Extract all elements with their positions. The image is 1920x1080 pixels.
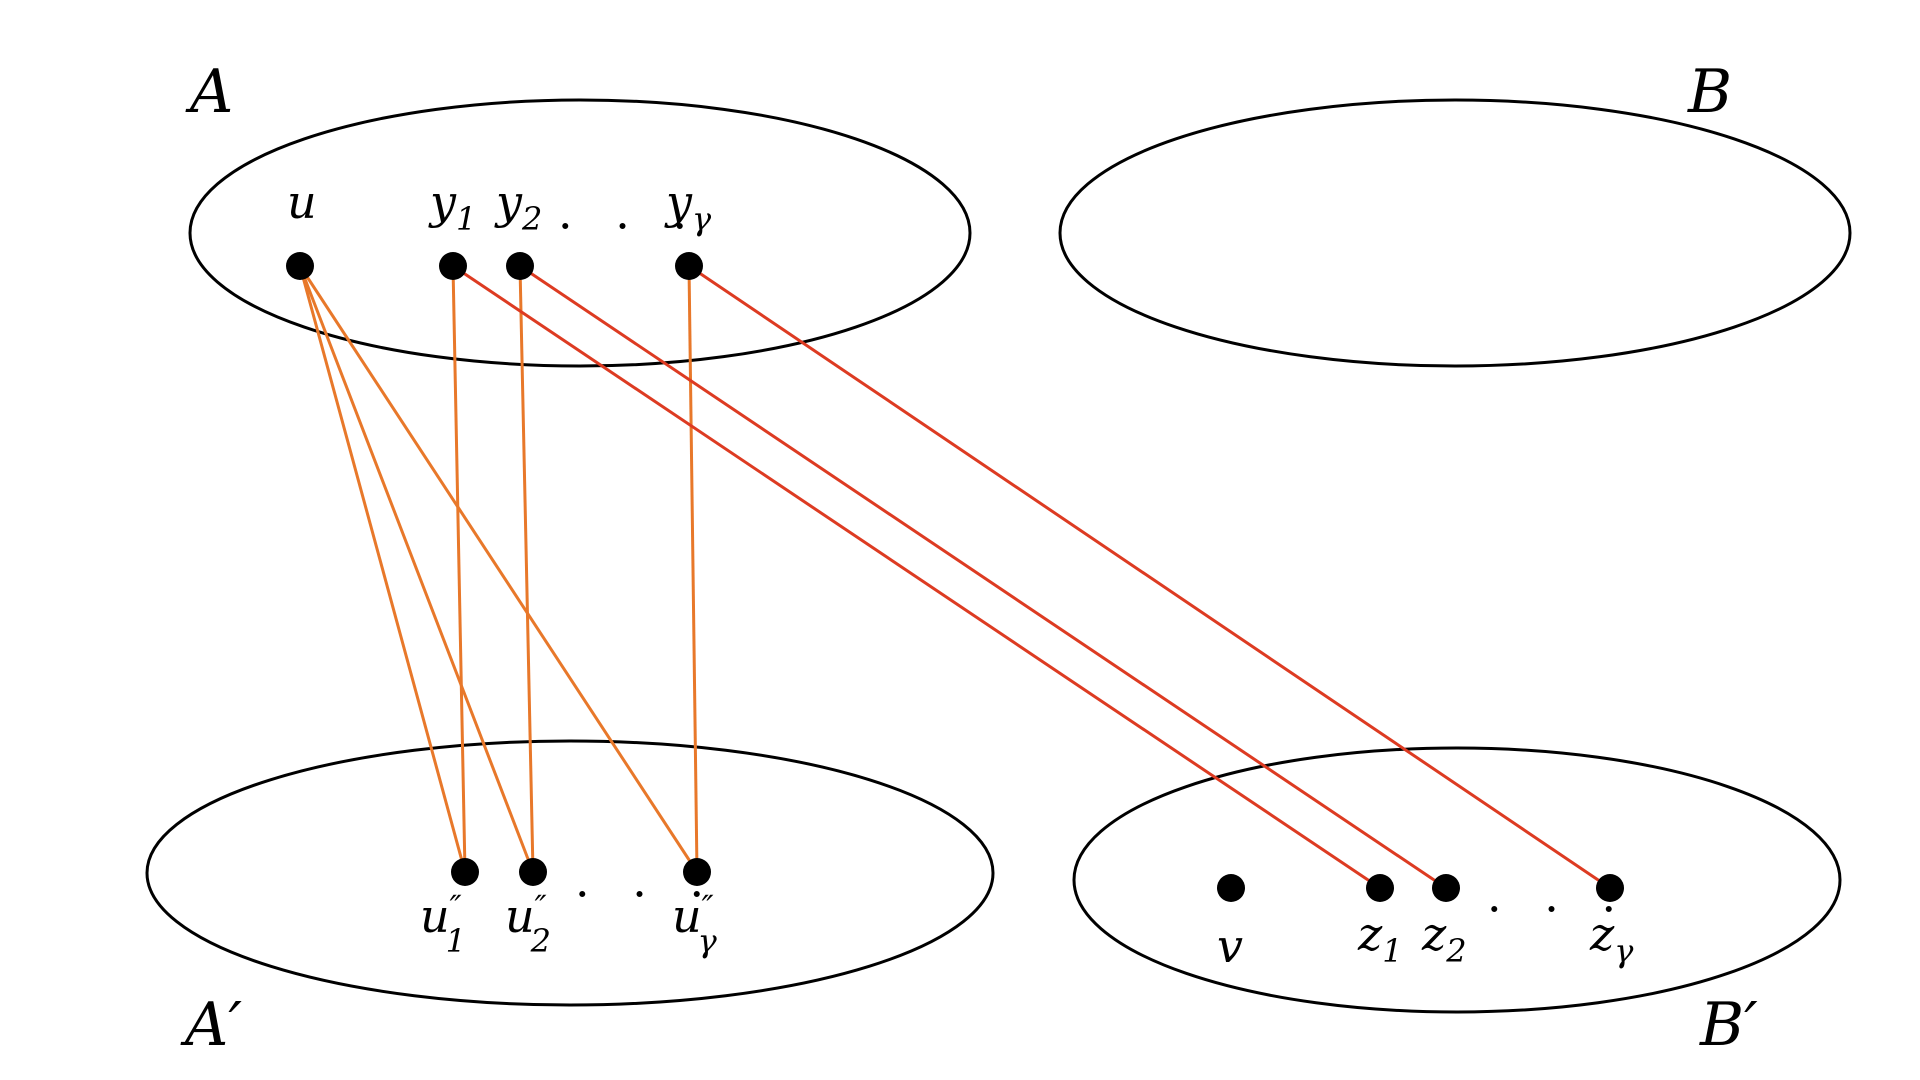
set-B-ellipse [1058,98,1852,368]
vertex-y2-label: y2 [494,175,542,238]
edge-ygamma-ugamma [687,265,699,873]
set-A-ellipse [188,98,972,368]
edge-u-u1 [298,265,467,873]
vertex-u1-label: u″1 [420,888,466,960]
edge-y1-u1 [451,265,467,873]
vertices [286,252,1624,902]
edge-y2-z2 [519,264,1447,890]
edge-u-u2 [298,265,535,873]
vertex-y1 [439,252,467,280]
vertex-z1-label: z1 [1357,907,1403,970]
vertex-ugamma-label: u″γ [672,888,718,960]
vertex-ygamma-label: yγ [664,175,712,238]
vertex-v-label: v [1217,919,1243,973]
vertex-u2-label: u″2 [505,888,551,960]
top-ellipsis: · · · [558,199,701,253]
set-A-prime-label: A′ [180,990,242,1060]
edge-u-ugamma [298,265,699,873]
orange-edges [298,265,699,873]
set-B-label: B [1687,57,1732,127]
set-A-label: A [185,57,233,127]
vertex-u1 [451,858,479,886]
vertex-y1-label: y1 [428,175,476,238]
vertex-u-label: u [287,175,317,229]
edge-y2-u2 [518,265,535,873]
set-B-prime-label: B′ [1699,990,1758,1060]
a-prime-ellipsis: · · · [575,867,718,921]
set-A-prime-ellipse [145,739,995,1007]
vertex-z2-label: z2 [1421,907,1467,970]
vertex-v [1217,874,1245,902]
edge-ygamma-zgamma [688,264,1611,890]
vertex-ugamma [683,858,711,886]
vertex-u2 [519,858,547,886]
edge-y1-z1 [452,264,1381,890]
b-prime-ellipsis: · · · [1487,882,1630,936]
vertex-zgamma [1596,874,1624,902]
vertex-z1 [1366,874,1394,902]
vertex-u [286,252,314,280]
red-edges [452,264,1611,890]
set-B-prime-ellipse [1072,746,1842,1014]
vertex-z2 [1432,874,1460,902]
vertex-zgamma-label: zγ [1589,907,1634,970]
vertex-y2 [506,252,534,280]
vertex-ygamma [675,252,703,280]
